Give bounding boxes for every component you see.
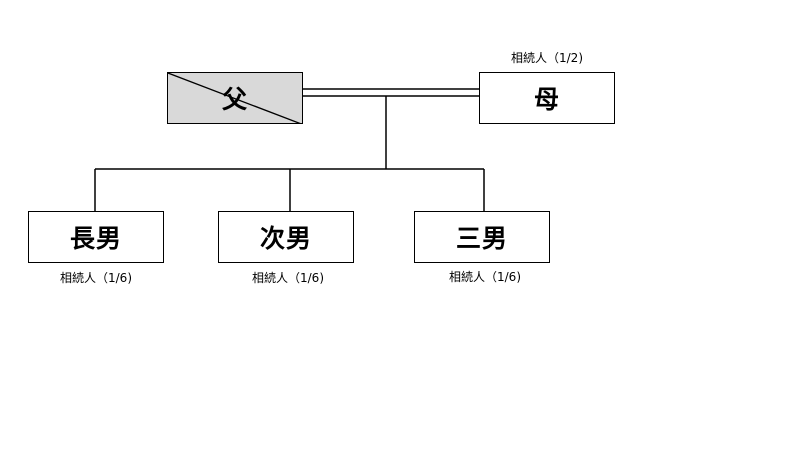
- mother-share: 相続人（1/2): [511, 51, 583, 65]
- mother-label: 母: [533, 85, 560, 114]
- child-label: 長男: [69, 224, 122, 253]
- child-box-second: 次男: [218, 211, 354, 263]
- child-box-third: 三男: [414, 211, 550, 263]
- child-share-third: 相続人（1/6): [449, 270, 521, 284]
- deceased-slash: [168, 73, 301, 123]
- child-share-second: 相続人（1/6): [252, 271, 324, 285]
- child-label: 次男: [259, 224, 312, 253]
- child-share-eldest: 相続人（1/6): [60, 271, 132, 285]
- father-box: 父: [167, 72, 303, 124]
- child-box-eldest: 長男: [28, 211, 164, 263]
- father-label: 父: [221, 85, 248, 114]
- child-label: 三男: [455, 224, 508, 253]
- mother-box: 母: [479, 72, 615, 124]
